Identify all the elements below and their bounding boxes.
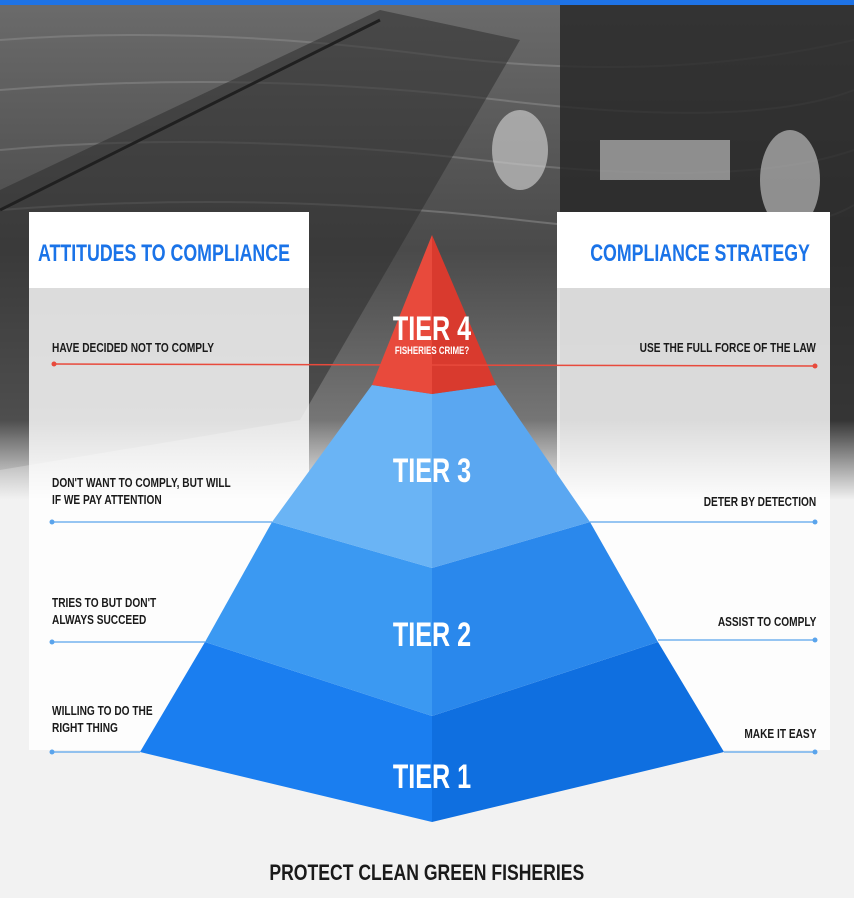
connector-lines: [49, 361, 818, 755]
footer-text: PROTECT CLEAN GREEN FISHERIES: [269, 860, 585, 885]
tier-2-left-face: [205, 522, 432, 716]
tier-2-right-face: [432, 522, 658, 716]
tier-4-line: [53, 363, 816, 367]
tier-4-sublabel: FISHERIES CRIME?: [394, 345, 470, 357]
top-accent-bar: [0, 0, 854, 5]
strategy-tier-2: ASSIST TO COMPLY: [717, 614, 816, 629]
footer-caption: PROTECT CLEAN GREEN FISHERIES: [0, 860, 854, 886]
attitude-tier-2: TRIES TO BUT DON'T ALWAYS SUCCEED: [52, 595, 157, 627]
left-header-panel: [29, 212, 309, 288]
right-header-panel: [557, 212, 830, 288]
tier-4-right-face: [432, 235, 496, 394]
attitudes-header: ATTITUDES TO COMPLIANCE: [38, 240, 290, 267]
tier-3-right-face: [432, 385, 590, 568]
pyramid: [140, 235, 724, 822]
tier-4-label: TIER 4: [392, 310, 472, 348]
strategy-header: COMPLIANCE STRATEGY: [590, 240, 810, 267]
tier-1-label: TIER 1: [392, 758, 472, 796]
tier-2-label: TIER 2: [392, 616, 472, 654]
strategy-tier-1: MAKE IT EASY: [743, 726, 816, 741]
strategy-tier-3: DETER BY DETECTION: [703, 494, 816, 509]
attitude-tier-1: WILLING TO DO THE RIGHT THING: [52, 703, 153, 735]
tier-3-label: TIER 3: [392, 452, 472, 490]
tier-3-left-face: [272, 385, 432, 568]
strategy-tier-4: USE THE FULL FORCE OF THE LAW: [639, 340, 816, 355]
tier-1-left-face: [140, 642, 432, 822]
attitude-tier-4: HAVE DECIDED NOT TO COMPLY: [52, 340, 215, 355]
tier-1-right-face: [432, 642, 724, 822]
tier-4-left-face: [372, 235, 432, 394]
attitude-tier-3: DON'T WANT TO COMPLY, BUT WILL IF WE PAY…: [52, 475, 231, 507]
